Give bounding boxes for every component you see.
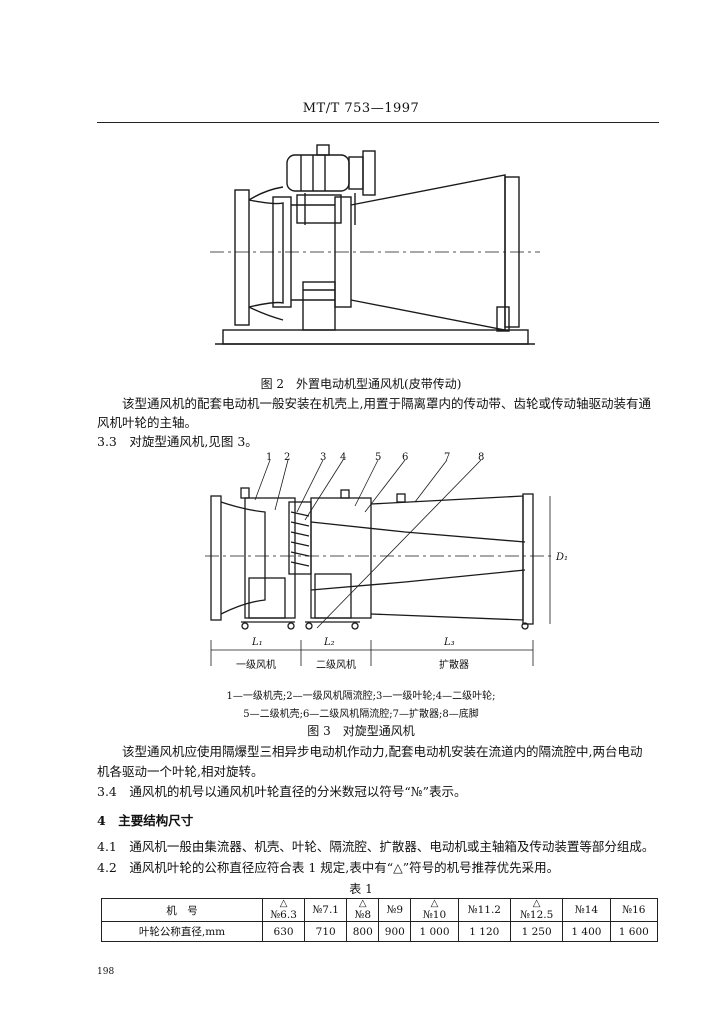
section-4-1: 4.1 通风机一般由集流器、机壳、叶轮、隔流腔、扩散器、电动机或主轴箱及传动装置… [97, 839, 655, 854]
section-4-2: 4.2 通风机叶轮的公称直径应符合表 1 规定,表中有“△”符号的机号推荐优先采… [97, 860, 560, 875]
table-cell: △№12.5 [509, 898, 564, 922]
table-cell: △№6.3 [261, 898, 306, 922]
table-cell: 1 600 [609, 921, 659, 942]
table-cell: △№10 [410, 898, 459, 922]
table-row: 机 号 △№6.3 №7.1 △№8 №9 △№10 №11.2 △№12.5 … [101, 898, 659, 922]
section-3-3: 3.3 对旋型通风机,见图 3。 [97, 434, 258, 449]
callout-5: 5 [375, 452, 382, 463]
paragraph-line: 机各驱动一个叶轮,相对旋转。 [97, 764, 264, 779]
table-cell: №7.1 [304, 898, 348, 922]
triangle-mark: △ [532, 898, 541, 909]
segment-label-stage2: 二级风机 [316, 660, 356, 671]
callout-3: 3 [320, 452, 327, 463]
callout-2: 2 [284, 452, 291, 463]
figure2-drawing [210, 144, 540, 345]
figure3-caption: 图 3 对旋型通风机 [307, 724, 415, 738]
dim-d1: D₁ [556, 552, 569, 563]
table-cell: 1 000 [410, 921, 459, 942]
callout-8: 8 [478, 452, 485, 463]
running-header: MT/T 753—1997 [302, 101, 420, 116]
segment-label-stage1: 一级风机 [236, 660, 276, 671]
table-row-header: 叶轮公称直径,mm [101, 921, 263, 942]
table-cell: 1 400 [562, 921, 611, 942]
dim-l3: L₃ [444, 637, 455, 648]
callout-1: 1 [266, 452, 273, 463]
triangle-mark: △ [358, 898, 367, 909]
table1-title: 表 1 [349, 882, 373, 896]
paragraph-line: 该型通风机应使用隔爆型三相异步电动机作动力,配套电动机安装在流道内的隔流腔中,两… [122, 744, 643, 759]
paragraph-line: 风机叶轮的主轴。 [97, 415, 198, 430]
page-number: 198 [97, 967, 115, 977]
dim-l1: L₁ [252, 637, 263, 648]
table-cell: №11.2 [457, 898, 511, 922]
triangle-mark: △ [279, 898, 288, 909]
header-rule [97, 122, 659, 123]
table-cell: 800 [346, 921, 380, 942]
table-cell: 1 250 [509, 921, 564, 942]
table-row: 叶轮公称直径,mm 630 710 800 900 1 000 1 120 1 … [101, 921, 659, 942]
section-4-title: 4 主要结构尺寸 [97, 813, 194, 828]
table1: 机 号 △№6.3 №7.1 △№8 №9 △№10 №11.2 △№12.5 … [101, 898, 659, 942]
figure3-drawing [205, 459, 555, 666]
table-cell: №16 [609, 898, 659, 922]
table-cell: 900 [378, 921, 412, 942]
figure3-legend-line: 5—二级机壳;6—二级风机隔流腔;7—扩散器;8—底脚 [243, 709, 479, 720]
section-3-4: 3.4 通风机的机号以通风机叶轮直径的分米数冠以符号“№”表示。 [97, 784, 467, 799]
table-cell: №14 [562, 898, 611, 922]
triangle-mark: △ [430, 898, 439, 909]
segment-label-diffuser: 扩散器 [439, 660, 469, 671]
table-row-header: 机 号 [101, 898, 263, 922]
table-cell: 710 [304, 921, 348, 942]
table-cell: 1 120 [457, 921, 511, 942]
table-cell: 630 [261, 921, 306, 942]
callout-7: 7 [444, 452, 451, 463]
callout-6: 6 [402, 452, 409, 463]
paragraph-line: 该型通风机的配套电动机一般安装在机壳上,用置于隔离罩内的传动带、齿轮或传动轴驱动… [122, 396, 651, 411]
figure3-legend-line: 1—一级机壳;2—一级风机隔流腔;3—一级叶轮;4—二级叶轮; [226, 691, 496, 702]
table-cell: №9 [378, 898, 412, 922]
figure2-caption: 图 2 外置电动机型通风机(皮带传动) [260, 377, 462, 391]
table-cell: △№8 [346, 898, 380, 922]
callout-4: 4 [340, 452, 347, 463]
dim-l2: L₂ [324, 637, 335, 648]
